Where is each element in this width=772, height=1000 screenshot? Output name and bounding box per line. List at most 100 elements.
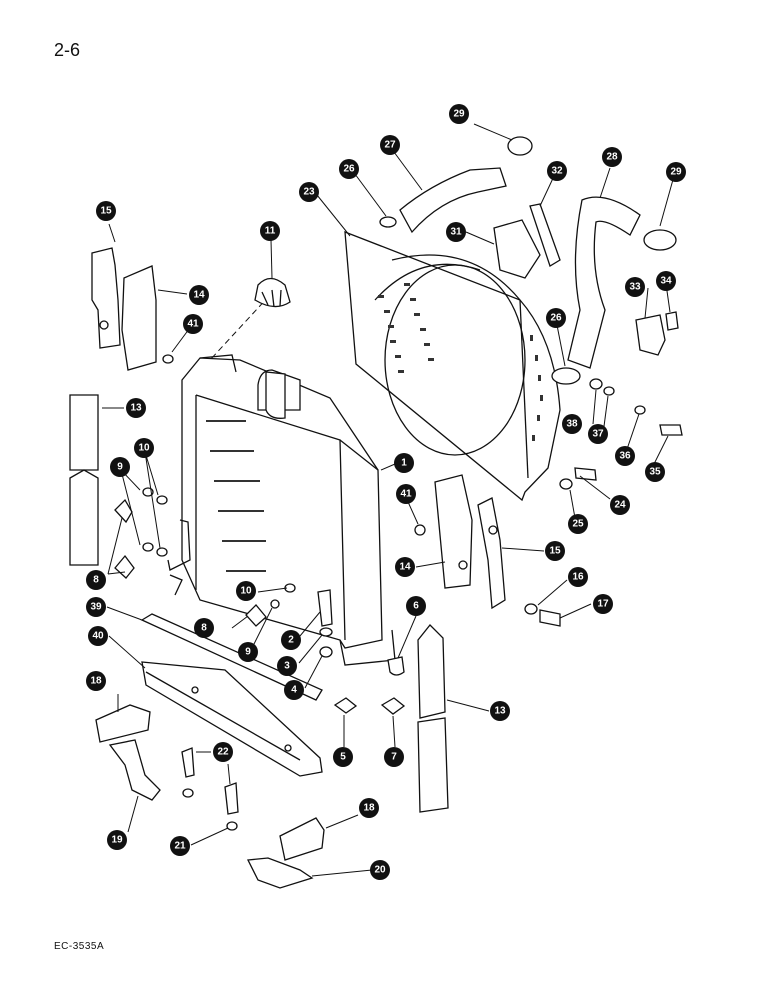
- callout-6: 6: [406, 596, 426, 616]
- mounting-channel: [141, 661, 323, 777]
- seal-14-left: [121, 265, 157, 371]
- svg-text:22: 22: [217, 747, 229, 758]
- callout-13-left: 13: [126, 398, 146, 418]
- svg-text:18: 18: [363, 803, 375, 814]
- svg-text:13: 13: [494, 706, 506, 717]
- callout-24: 24: [610, 495, 630, 515]
- callout-9-left: 9: [110, 457, 130, 477]
- callout-17: 17: [593, 594, 613, 614]
- callout-26-upper: 26: [339, 159, 359, 179]
- callout-39: 39: [86, 597, 106, 617]
- callout-25: 25: [568, 514, 588, 534]
- svg-text:18: 18: [90, 676, 102, 687]
- svg-text:25: 25: [572, 519, 584, 530]
- bracket-20: [246, 857, 314, 889]
- svg-text:16: 16: [572, 572, 584, 583]
- svg-text:3: 3: [284, 661, 290, 672]
- spacer: [387, 656, 405, 676]
- callout-33: 33: [625, 277, 645, 297]
- svg-text:9: 9: [117, 462, 123, 473]
- page-number: 2-6: [54, 40, 81, 60]
- callout-37: 37: [588, 424, 608, 444]
- seal-left: [69, 394, 99, 566]
- callout-29-upper: 29: [449, 104, 469, 124]
- callout-32: 32: [547, 161, 567, 181]
- bracket-right: [477, 497, 506, 610]
- callout-1: 1: [394, 453, 414, 473]
- svg-text:40: 40: [92, 631, 104, 642]
- callout-16: 16: [568, 567, 588, 587]
- svg-text:33: 33: [629, 282, 641, 293]
- svg-text:8: 8: [93, 575, 99, 586]
- svg-text:9: 9: [245, 647, 251, 658]
- svg-text:10: 10: [240, 586, 252, 597]
- callout-5: 5: [333, 747, 353, 767]
- callout-14-left: 14: [189, 285, 209, 305]
- callout-15-right: 15: [545, 541, 565, 561]
- washer-41-right: [414, 524, 426, 536]
- support-rail: [140, 613, 323, 701]
- callout-26-lower: 26: [546, 308, 566, 328]
- callout-35: 35: [645, 462, 665, 482]
- svg-text:38: 38: [566, 419, 578, 430]
- svg-text:15: 15: [549, 546, 561, 557]
- callout-4: 4: [284, 680, 304, 700]
- callout-29-right: 29: [666, 162, 686, 182]
- svg-text:13: 13: [130, 403, 142, 414]
- callout-18-left: 18: [86, 671, 106, 691]
- callout-20: 20: [370, 860, 390, 880]
- svg-text:23: 23: [303, 187, 315, 198]
- svg-text:29: 29: [453, 109, 465, 120]
- svg-text:7: 7: [391, 752, 397, 763]
- clip-34: [665, 311, 679, 331]
- callout-8-center: 8: [194, 618, 214, 638]
- svg-text:32: 32: [551, 166, 563, 177]
- bolts-22: [181, 747, 239, 831]
- callout-27: 27: [380, 135, 400, 155]
- svg-text:17: 17: [597, 599, 609, 610]
- svg-text:35: 35: [649, 467, 661, 478]
- svg-text:4: 4: [291, 685, 297, 696]
- figure-code: EC-3535A: [54, 941, 105, 952]
- svg-text:5: 5: [340, 752, 346, 763]
- callout-7: 7: [384, 747, 404, 767]
- callout-22: 22: [213, 742, 233, 762]
- callout-14-right: 14: [395, 557, 415, 577]
- bracket-left: [91, 247, 121, 349]
- svg-text:14: 14: [193, 290, 205, 301]
- callout-34: 34: [656, 271, 676, 291]
- svg-text:39: 39: [90, 602, 102, 613]
- callout-10-center: 10: [236, 581, 256, 601]
- callout-10-left: 10: [134, 438, 154, 458]
- svg-text:24: 24: [614, 500, 626, 511]
- svg-text:27: 27: [384, 140, 396, 151]
- fan-shroud: [344, 231, 561, 502]
- pad-7: [380, 697, 406, 715]
- callout-9-center: 9: [238, 642, 258, 662]
- seal-18-left: [95, 704, 151, 743]
- svg-text:36: 36: [619, 451, 631, 462]
- strap-32: [529, 203, 561, 267]
- svg-text:20: 20: [374, 865, 386, 876]
- svg-text:26: 26: [550, 313, 562, 324]
- bracket-plate-31: [493, 219, 541, 279]
- svg-text:37: 37: [592, 429, 604, 440]
- pad-5: [333, 697, 358, 714]
- svg-text:1: 1: [401, 458, 407, 469]
- svg-text:10: 10: [138, 443, 150, 454]
- fasteners-right: [245, 378, 683, 658]
- bracket-19: [108, 739, 161, 801]
- callout-41-right: 41: [396, 484, 416, 504]
- callout-36: 36: [615, 446, 635, 466]
- lower-hose: [567, 196, 641, 369]
- callout-38: 38: [562, 414, 582, 434]
- svg-text:28: 28: [606, 152, 618, 163]
- seal-18-right: [279, 817, 325, 861]
- callout-3: 3: [277, 656, 297, 676]
- callout-2: 2: [281, 630, 301, 650]
- svg-text:15: 15: [100, 206, 112, 217]
- callout-31: 31: [446, 222, 466, 242]
- svg-text:41: 41: [187, 319, 199, 330]
- callout-28: 28: [602, 147, 622, 167]
